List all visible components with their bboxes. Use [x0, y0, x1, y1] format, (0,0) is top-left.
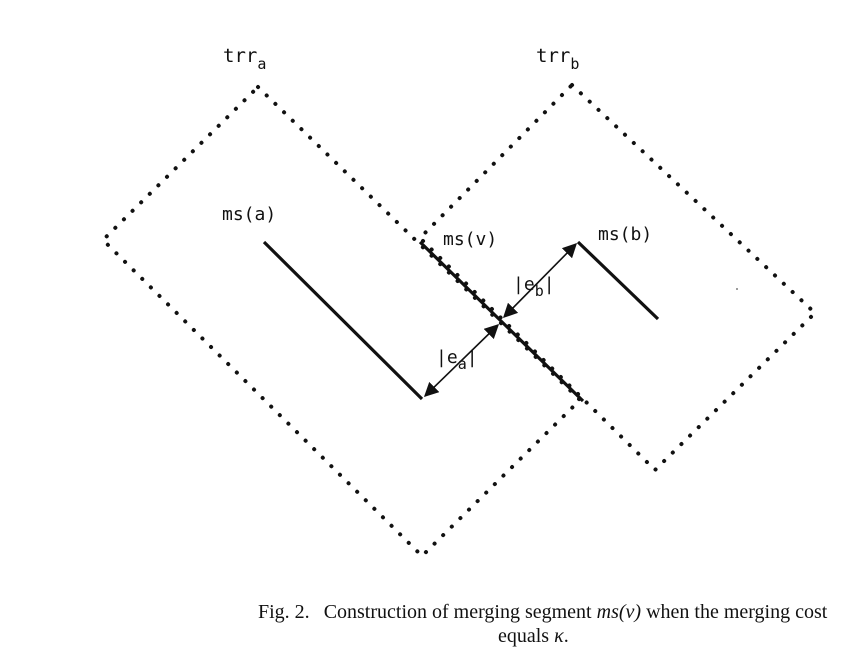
ms-v-label: ms(v) [443, 229, 497, 250]
e-b-arrow [502, 242, 578, 319]
trr-b-label: trrb [536, 45, 579, 73]
ms-a-label: ms(a) [222, 204, 276, 225]
figure-caption-line-1: Fig. 2.Construction of merging segment m… [258, 601, 828, 623]
figure-caption-line-2: equals κ. [498, 625, 569, 647]
ms-b-label: ms(b) [598, 224, 652, 245]
trr-a-label: trra [223, 45, 266, 73]
ms-a-segment [262, 240, 424, 401]
ms-b-segment [576, 240, 660, 321]
e-b-label: |eb| [513, 274, 555, 300]
trr-b-region [417, 82, 818, 473]
e-a-arrow [423, 323, 500, 398]
stray-mark [736, 288, 738, 290]
e-a-label: |ea| [436, 347, 478, 373]
ms-v-segment [418, 240, 585, 403]
trr-a-region [100, 84, 583, 559]
